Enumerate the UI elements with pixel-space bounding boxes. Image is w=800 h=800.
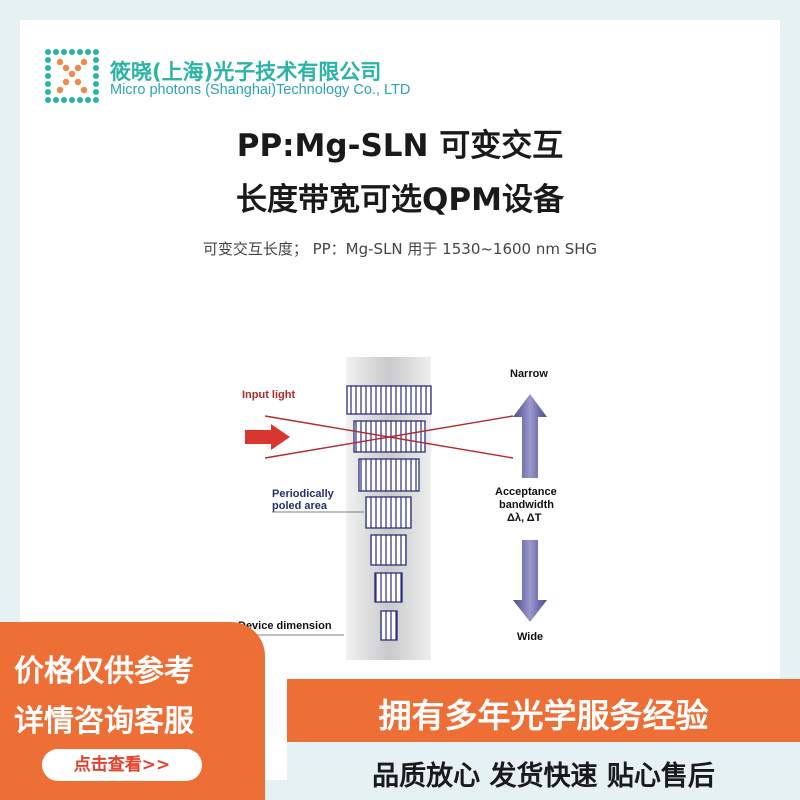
company-name-en: Micro photons (Shanghai)Technology Co., … <box>110 82 411 98</box>
price-notice-line1: 价格仅供参考 <box>14 654 194 689</box>
view-details-button[interactable]: 点击查看>> <box>42 749 202 781</box>
periodically-poled-label-line1: Periodically <box>272 488 334 500</box>
company-name-cn: 筱晓(上海)光子技术有限公司 <box>110 60 382 84</box>
wide-label: Wide <box>517 631 544 643</box>
acceptance-label-line3: Δλ, ΔT <box>507 512 542 524</box>
narrow-arrow-icon <box>513 394 547 478</box>
experience-banner: 拥有多年光学服务经验 <box>287 679 800 742</box>
input-arrow-icon <box>245 424 290 450</box>
company-logo-icon <box>45 49 99 103</box>
acceptance-label-line1: Acceptance <box>495 486 557 498</box>
narrow-label: Narrow <box>510 368 548 380</box>
poled-segment <box>346 385 432 415</box>
logo-mark <box>45 49 99 103</box>
periodically-poled-label-line2: poled area <box>272 500 328 512</box>
service-slogan-panel: 品质放心 发货快速 贴心售后 <box>287 742 800 800</box>
input-light-label: Input light <box>242 389 296 401</box>
price-notice-line2: 详情咨询客服 <box>14 704 194 739</box>
qpm-device-diagram <box>238 357 547 660</box>
service-slogan-text: 品质放心 发货快速 贴心售后 <box>372 761 715 792</box>
poled-segment <box>370 534 407 566</box>
product-subtitle: 可变交互长度； PP：Mg-SLN 用于 1530~1600 nm SHG <box>202 240 598 258</box>
light-beam-lower <box>264 415 514 459</box>
product-title-line2: 长度带宽可选QPM设备 <box>236 182 564 218</box>
poled-segment <box>380 610 398 641</box>
device-dimension-label: Device dimension <box>238 620 332 632</box>
acceptance-label-line2: bandwidth <box>499 499 554 511</box>
experience-banner-text: 拥有多年光学服务经验 <box>378 696 709 735</box>
poled-segment <box>365 496 412 529</box>
wide-arrow-icon <box>513 540 547 622</box>
product-title-line1: PP:Mg-SLN 可变交互 <box>236 128 564 164</box>
poled-segment <box>358 458 420 492</box>
poled-segment <box>374 572 403 603</box>
